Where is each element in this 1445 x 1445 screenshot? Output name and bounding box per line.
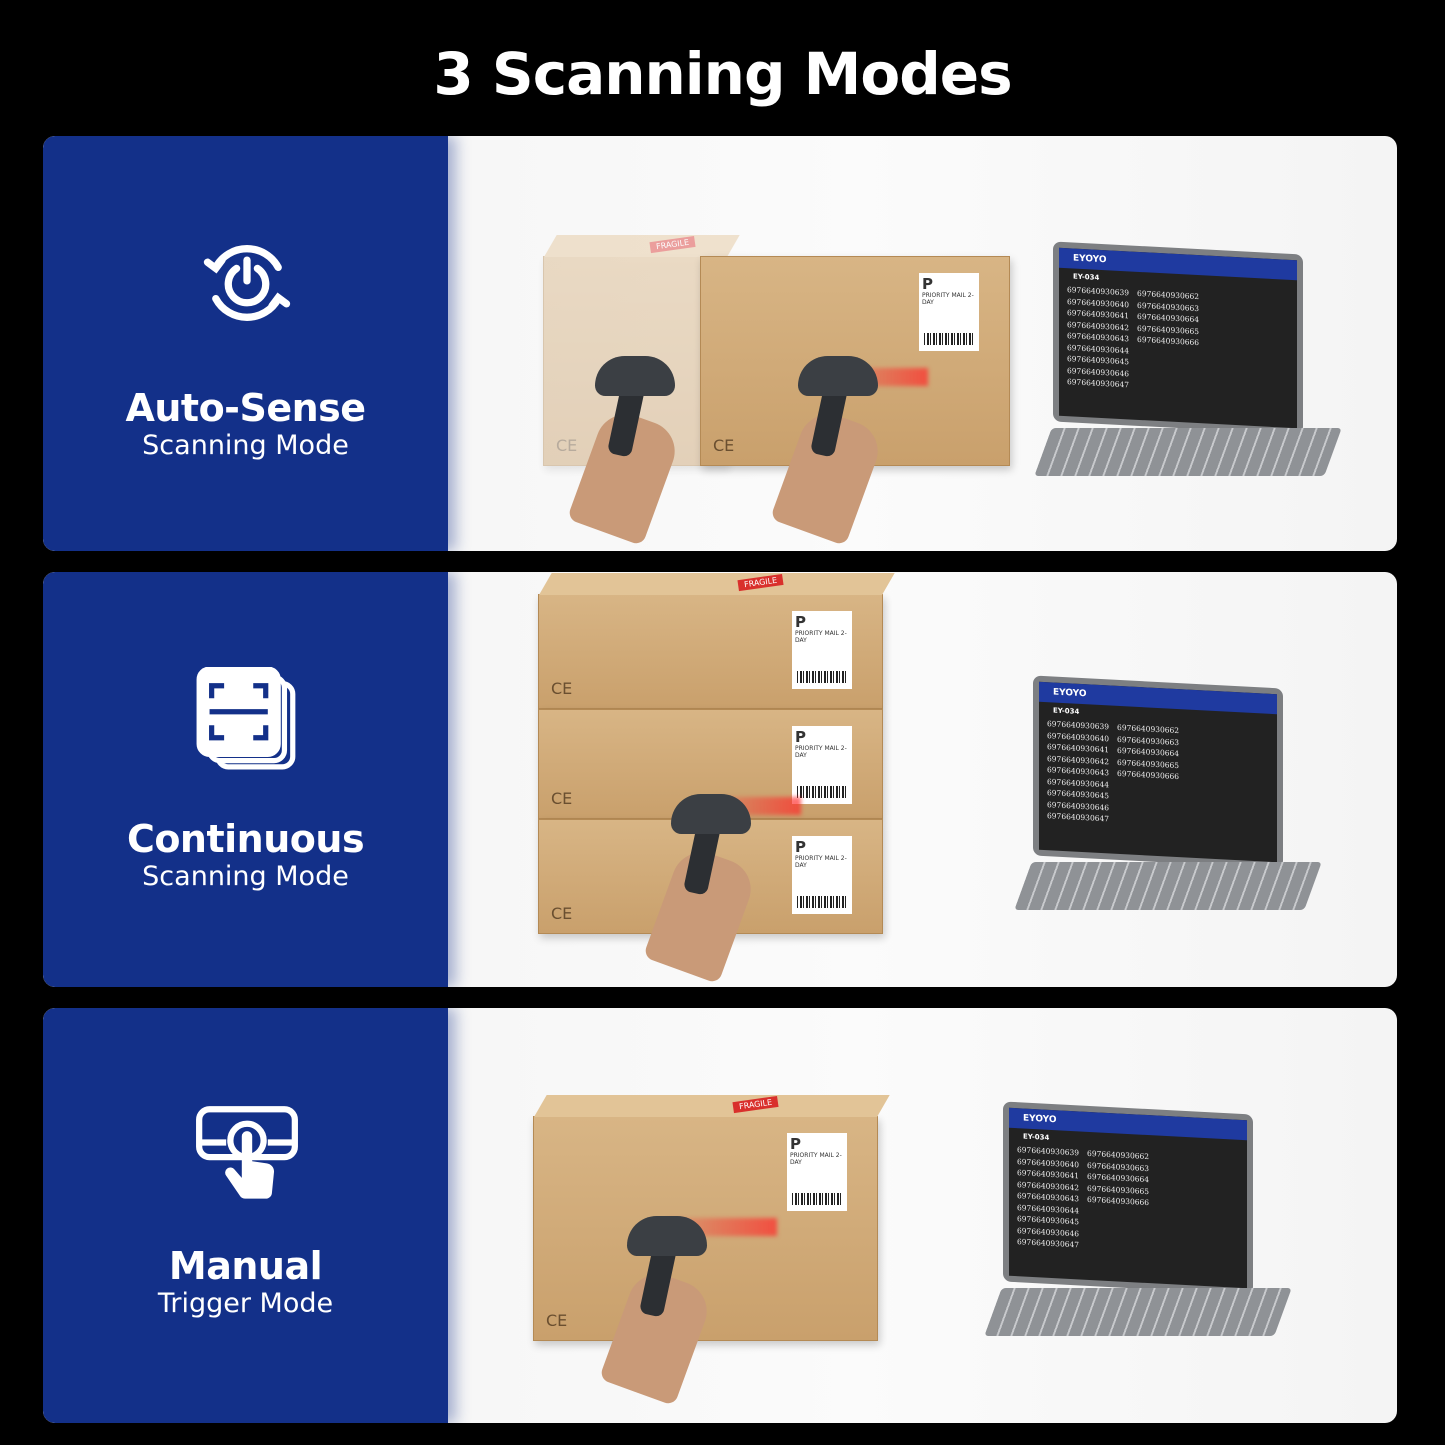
box-top — [534, 1095, 890, 1117]
scanned-code: 6976640930647 — [1047, 811, 1110, 824]
page-title: 3 Scanning Modes — [433, 40, 1012, 108]
ce-mark: CE — [556, 436, 578, 455]
barcode-scanner — [595, 356, 675, 396]
box-top — [544, 235, 740, 257]
label-service: PRIORITY MAIL 2-DAY — [795, 855, 847, 869]
ce-mark: CE — [551, 679, 573, 698]
label-letter: P — [795, 838, 806, 856]
label-service: PRIORITY MAIL 2-DAY — [795, 630, 847, 644]
scanned-code — [1087, 1240, 1149, 1255]
barcode — [792, 1193, 842, 1205]
scanned-code: 6976640930647 — [1067, 377, 1130, 390]
barcode — [797, 786, 847, 798]
label-letter: P — [795, 613, 806, 631]
laptop-keyboard — [984, 1288, 1292, 1336]
mode-name: Auto-Sense — [125, 386, 366, 430]
barcode — [797, 896, 847, 908]
barcode-scanner — [627, 1216, 707, 1256]
box-top — [539, 573, 895, 595]
label-service: PRIORITY MAIL 2-DAY — [790, 1152, 842, 1166]
label-service: PRIORITY MAIL 2-DAY — [922, 292, 974, 306]
scanned-code — [1137, 380, 1199, 395]
auto-sense-power-cycle-icon — [195, 231, 299, 335]
finger-press-trigger-icon — [195, 1103, 299, 1207]
scanned-code: 6976640930647 — [1017, 1237, 1080, 1250]
mode-subtitle: Scanning Mode — [142, 861, 349, 892]
ce-mark: CE — [551, 789, 573, 808]
label-letter: P — [795, 728, 806, 746]
mode-subtitle: Scanning Mode — [142, 430, 349, 461]
barcode — [924, 333, 974, 345]
ce-mark: CE — [546, 1311, 568, 1330]
barcode — [797, 671, 847, 683]
label-letter: P — [790, 1135, 801, 1153]
mode-name: Manual — [168, 1244, 323, 1288]
barcode-scanner — [671, 794, 751, 834]
mode-name: Continuous — [126, 817, 365, 861]
mode-subtitle: Trigger Mode — [157, 1288, 334, 1319]
label-service: PRIORITY MAIL 2-DAY — [795, 745, 847, 759]
ce-mark: CE — [551, 904, 573, 923]
laptop-keyboard — [1014, 862, 1322, 910]
barcode-scanner — [798, 356, 878, 396]
scanned-code — [1117, 814, 1179, 829]
stacked-scan-frame-icon — [195, 666, 299, 771]
laptop-keyboard — [1034, 428, 1342, 476]
label-letter: P — [922, 275, 933, 293]
ce-mark: CE — [713, 436, 735, 455]
